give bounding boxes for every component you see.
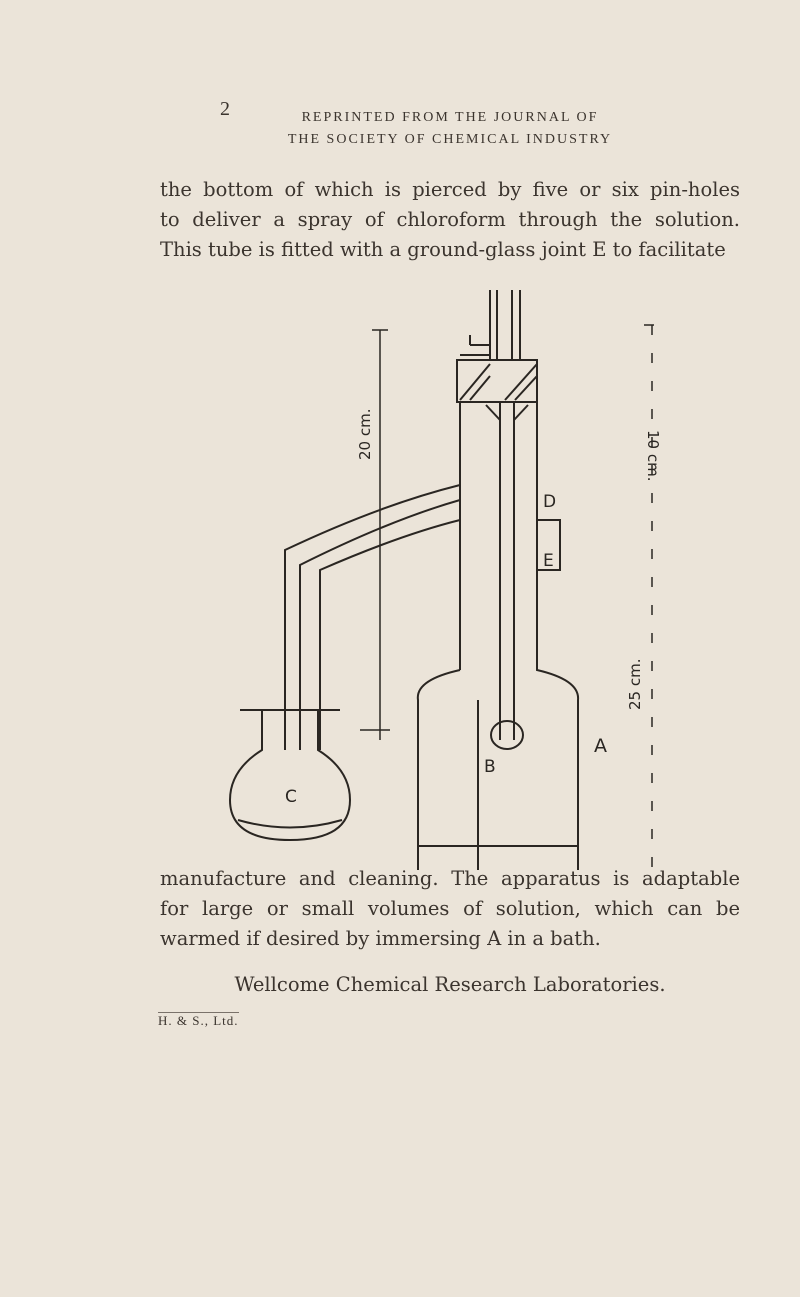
paragraph-line: warmed if desired by immersing A in a ba…: [160, 927, 601, 950]
label-b: B: [484, 757, 496, 777]
bottle-b: [416, 570, 580, 870]
paragraph-line: manufacture and cleaning. The apparatus …: [160, 867, 740, 890]
dimension-right-top: 10 cm.: [644, 430, 662, 481]
stopper: [456, 359, 538, 403]
inlet-tubes: [489, 290, 521, 360]
printer-imprint: H. & S., Ltd.: [158, 1012, 239, 1028]
flask-c: [228, 710, 352, 842]
paragraph-line: the bottom of which is pierced by five o…: [160, 178, 740, 201]
side-arm-outer: [284, 484, 461, 750]
label-d: D: [543, 492, 556, 512]
label-c: C: [285, 787, 297, 807]
paragraph-line: for large or small volumes of solution, …: [160, 897, 740, 920]
running-header-line-1: REPRINTED FROM THE JOURNAL OF: [301, 110, 599, 125]
paragraph-line: This tube is fitted with a ground-glass …: [160, 238, 726, 261]
label-e: E: [543, 551, 554, 571]
dimension-right-bottom: 25 cm.: [626, 659, 644, 710]
spray-tube: [459, 402, 538, 740]
running-header-line-2: THE SOCIETY OF CHEMICAL INDUSTRY: [287, 132, 613, 147]
apparatus-diagram: 20 cm. 10 cm. 25 cm. D E C B A: [228, 290, 662, 870]
page-number: 2: [220, 98, 230, 120]
signature: Wellcome Chemical Research Laboratories.: [234, 973, 666, 996]
paragraph-line: to deliver a spray of chloroform through…: [160, 208, 740, 231]
label-a: A: [594, 735, 607, 757]
dimension-left: 20 cm.: [356, 409, 374, 460]
